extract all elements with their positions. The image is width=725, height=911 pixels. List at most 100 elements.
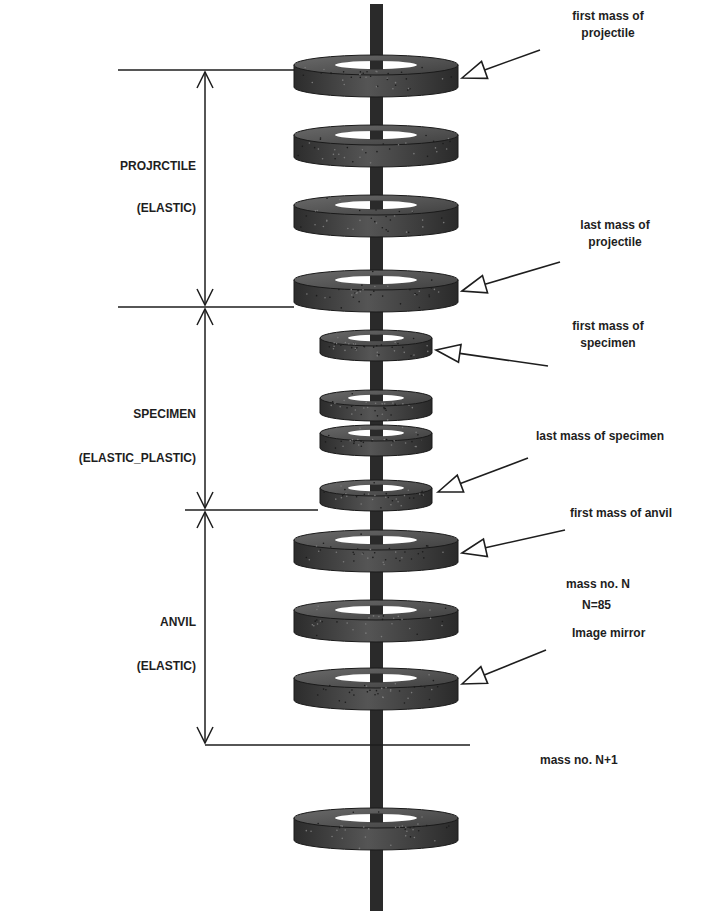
texture-dot xyxy=(406,78,408,80)
texture-dot xyxy=(413,153,415,155)
disc-hole xyxy=(335,201,417,209)
mass-disc xyxy=(294,125,458,167)
texture-dot xyxy=(409,827,411,829)
mass-disc xyxy=(294,600,458,642)
texture-dot xyxy=(339,827,341,829)
texture-dot xyxy=(364,493,366,495)
texture-dot xyxy=(410,355,412,357)
texture-dot xyxy=(389,148,391,150)
texture-dot xyxy=(380,507,382,509)
texture-dot xyxy=(370,75,372,77)
texture-dot xyxy=(395,683,397,685)
disc-top xyxy=(294,55,458,75)
texture-dot xyxy=(365,836,367,838)
texture-dot xyxy=(318,550,320,552)
texture-dot xyxy=(376,355,378,357)
texture-dot xyxy=(320,549,322,551)
texture-dot xyxy=(387,419,389,421)
texture-dot xyxy=(401,557,403,559)
texture-dot xyxy=(341,497,343,499)
texture-dot xyxy=(429,699,431,701)
rod-segment xyxy=(370,606,383,615)
texture-dot xyxy=(369,689,371,691)
pointer-arrows xyxy=(436,50,565,684)
texture-dot xyxy=(349,692,351,694)
rod-segment xyxy=(370,276,383,285)
texture-dot xyxy=(352,228,354,230)
texture-dot xyxy=(344,350,346,352)
texture-dot xyxy=(374,410,376,412)
texture-dot xyxy=(419,493,421,495)
texture-dot xyxy=(381,636,383,638)
texture-dot xyxy=(351,347,353,349)
mass-disc xyxy=(320,330,432,361)
texture-dot xyxy=(430,618,432,620)
texture-dot xyxy=(357,548,359,550)
texture-dot xyxy=(382,143,384,145)
texture-dot xyxy=(390,689,392,691)
texture-dot xyxy=(399,826,401,828)
texture-dot xyxy=(314,147,316,149)
texture-dot xyxy=(333,154,335,156)
texture-dot xyxy=(337,337,339,339)
texture-dot xyxy=(434,289,436,291)
texture-dot xyxy=(378,811,380,813)
texture-dot xyxy=(360,414,362,416)
texture-dot xyxy=(399,560,401,562)
texture-dot xyxy=(343,561,345,563)
texture-dot xyxy=(370,162,372,164)
texture-dot xyxy=(421,495,423,497)
texture-dot xyxy=(370,549,372,551)
texture-dot xyxy=(366,71,368,73)
texture-dot xyxy=(363,407,365,409)
texture-dot xyxy=(382,562,384,564)
texture-dot xyxy=(320,72,322,74)
texture-dot xyxy=(417,823,419,825)
texture-dot xyxy=(326,220,328,222)
texture-dot xyxy=(426,545,428,547)
texture-dot xyxy=(446,148,448,150)
callout-label: last mass of projectile xyxy=(560,217,670,252)
texture-dot xyxy=(300,226,302,228)
texture-dot xyxy=(376,71,378,73)
rod-segment xyxy=(370,484,383,491)
disc-hole xyxy=(335,131,417,139)
texture-dot xyxy=(355,409,357,411)
texture-dot xyxy=(317,605,319,607)
texture-dot xyxy=(396,498,398,500)
texture-dot xyxy=(376,86,378,88)
callout-label: mass no. N+1 xyxy=(540,752,618,769)
texture-dot xyxy=(304,67,306,69)
texture-dot xyxy=(352,161,354,163)
texture-dot xyxy=(353,343,355,345)
texture-dot xyxy=(438,291,440,293)
texture-dot xyxy=(445,607,447,609)
texture-dot xyxy=(353,811,355,813)
texture-dot xyxy=(329,296,331,298)
texture-dot xyxy=(431,287,433,289)
disc-top xyxy=(294,270,458,290)
texture-dot xyxy=(342,79,344,81)
texture-dot xyxy=(387,230,389,232)
texture-dot xyxy=(416,633,418,635)
texture-dot xyxy=(320,138,322,140)
texture-dot xyxy=(437,686,439,688)
part-name: PROJRCTILE xyxy=(120,158,196,175)
texture-dot xyxy=(413,354,415,356)
texture-dot xyxy=(415,446,417,448)
pointer-shaft xyxy=(485,262,560,284)
texture-dot xyxy=(339,406,341,408)
texture-dot xyxy=(405,142,407,144)
mass-disc xyxy=(294,55,458,97)
texture-dot xyxy=(336,343,338,345)
texture-dot xyxy=(367,691,369,693)
texture-dot xyxy=(443,222,445,224)
texture-dot xyxy=(343,84,345,86)
texture-dot xyxy=(402,825,404,827)
texture-dot xyxy=(391,346,393,348)
texture-dot xyxy=(362,149,364,151)
texture-dot xyxy=(381,344,383,346)
disc-top xyxy=(320,330,432,346)
dimension-arrows xyxy=(197,72,213,743)
texture-dot xyxy=(374,552,376,554)
